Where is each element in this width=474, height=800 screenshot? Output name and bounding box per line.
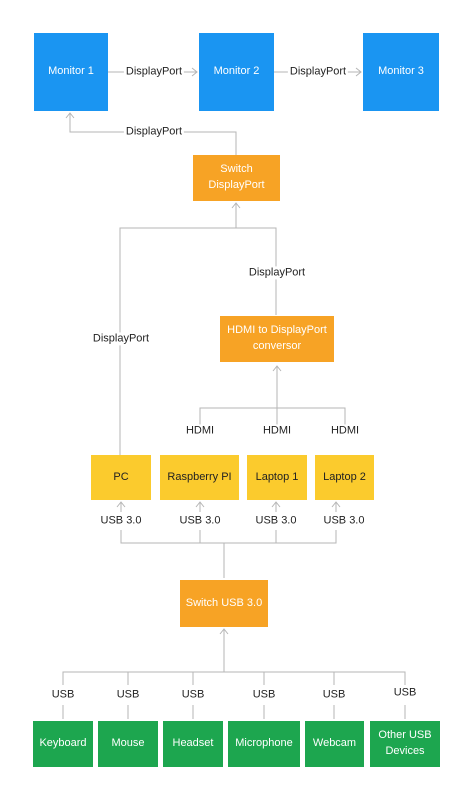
edge-label-usb3-laptop1: USB 3.0 — [253, 514, 299, 528]
other-usb-label: Other USB Devices — [378, 729, 432, 757]
edge-usb3-bus — [120, 530, 337, 578]
headset: Headset — [163, 721, 223, 767]
monitor-2-label: Monitor 2 — [213, 65, 260, 78]
other-usb-devices: Other USB Devices — [370, 721, 440, 767]
monitor-1: Monitor 1 — [34, 33, 108, 111]
hdmi-conversor-label: HDMI to DisplayPort conversor — [227, 324, 327, 352]
edge-hdmi-devices-conversor — [199, 366, 346, 430]
edge-label-pc-switch: DisplayPort — [90, 332, 152, 346]
edge-label-conversor-switch: DisplayPort — [246, 266, 308, 280]
edge-pc-switch — [119, 203, 237, 455]
raspberry-pi: Raspberry PI — [160, 455, 239, 500]
edge-label-usb-other: USB — [391, 686, 419, 700]
raspberry-pi-label: Raspberry PI — [167, 470, 232, 483]
edge-label-usb3-laptop2: USB 3.0 — [321, 514, 367, 528]
edge-label-hdmi-laptop2: HDMI — [328, 424, 362, 438]
arrow-head-monitor2 — [191, 67, 198, 77]
edge-label-usb-microphone: USB — [250, 688, 278, 702]
edge-label-monitor1-monitor2: DisplayPort — [123, 65, 185, 79]
laptop-1-label: Laptop 1 — [255, 470, 299, 483]
arrow-head-laptop1 — [271, 501, 281, 508]
pc-label: PC — [113, 470, 129, 483]
microphone: Microphone — [228, 721, 300, 767]
monitor-3: Monitor 3 — [363, 33, 439, 111]
arrow-head-monitor1 — [65, 112, 75, 119]
laptop-2-label: Laptop 2 — [323, 470, 366, 483]
edge-label-usb-webcam: USB — [320, 688, 348, 702]
mouse: Mouse — [98, 721, 158, 767]
edge-label-usb-keyboard: USB — [49, 688, 77, 702]
headset-label: Headset — [172, 737, 214, 750]
laptop-2: Laptop 2 — [315, 455, 374, 500]
edge-label-switch-monitor1: DisplayPort — [123, 125, 185, 139]
hdmi-to-displayport-conversor: HDMI to DisplayPort conversor — [220, 316, 334, 362]
arrow-head-pc — [116, 501, 126, 508]
edge-label-usb-mouse: USB — [114, 688, 142, 702]
edge-label-usb3-raspberry: USB 3.0 — [177, 514, 223, 528]
mouse-label: Mouse — [111, 737, 145, 750]
monitor-3-label: Monitor 3 — [378, 65, 424, 78]
switch-displayport-label: Switch DisplayPort — [208, 163, 265, 191]
microphone-label: Microphone — [235, 737, 293, 750]
arrow-head-laptop2 — [331, 501, 341, 508]
edge-label-hdmi-raspberry: HDMI — [183, 424, 217, 438]
webcam: Webcam — [305, 721, 364, 767]
switch-displayport: Switch DisplayPort — [193, 155, 280, 201]
laptop-1: Laptop 1 — [247, 455, 307, 500]
edge-label-usb3-pc: USB 3.0 — [98, 514, 144, 528]
pc: PC — [91, 455, 151, 500]
monitor-1-label: Monitor 1 — [48, 65, 94, 78]
arrow-head-conversor — [272, 365, 282, 372]
edge-label-usb-headset: USB — [179, 688, 207, 702]
arrow-head-raspberry — [195, 501, 205, 508]
arrow-head-switch-usb — [219, 628, 229, 635]
arrow-head-monitor3 — [355, 67, 362, 77]
switch-usb-3: Switch USB 3.0 — [180, 580, 268, 627]
edge-label-monitor2-monitor3: DisplayPort — [287, 65, 349, 79]
edge-label-hdmi-laptop1: HDMI — [260, 424, 294, 438]
monitor-2: Monitor 2 — [199, 33, 274, 111]
edge-conversor-switch — [236, 227, 277, 315]
keyboard-label: Keyboard — [39, 737, 87, 750]
switch-usb-label: Switch USB 3.0 — [185, 596, 263, 609]
webcam-label: Webcam — [312, 737, 357, 750]
arrow-head-switch-dp — [231, 202, 241, 209]
keyboard: Keyboard — [33, 721, 93, 767]
edge-usb-bus — [62, 629, 406, 685]
